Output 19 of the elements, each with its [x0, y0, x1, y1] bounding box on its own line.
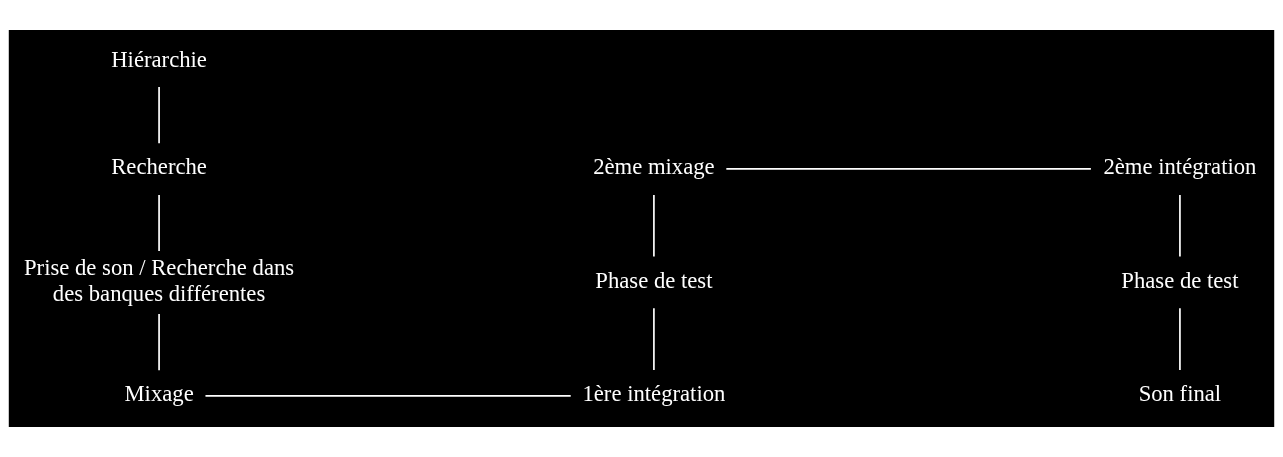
- node-text: 1ère intégration: [582, 381, 726, 407]
- connector: [653, 194, 655, 258]
- connector: [653, 307, 655, 371]
- connector: [158, 194, 160, 252]
- connector: [1179, 194, 1181, 258]
- connector: [1179, 307, 1181, 371]
- node-text: 2ème intégration: [1103, 154, 1257, 180]
- connector: [158, 86, 160, 145]
- connector: [204, 394, 572, 397]
- node-text: Mixage: [124, 381, 194, 407]
- connector: [725, 168, 1092, 170]
- node-text: Son final: [1138, 381, 1222, 407]
- node-text: Phase de test: [1121, 267, 1239, 293]
- node-text: 2ème mixage: [593, 154, 715, 180]
- node-text: Phase de test: [595, 267, 713, 293]
- node-text: Prise de son / Recherche dans des banques différentes: [24, 255, 295, 306]
- node-text: Recherche: [111, 154, 207, 180]
- node-text: Hiérarchie: [111, 46, 207, 72]
- connector: [158, 313, 160, 371]
